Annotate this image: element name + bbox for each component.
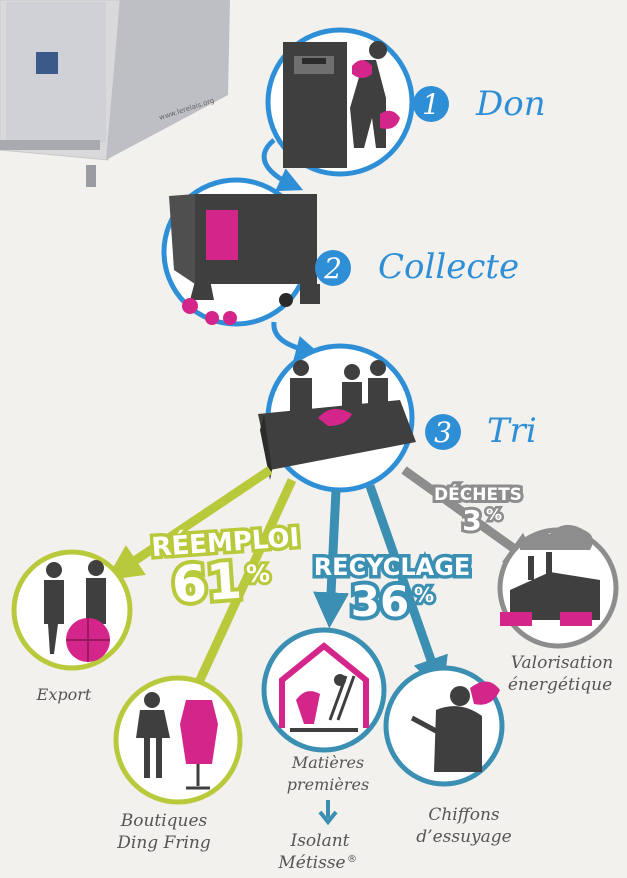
outcome-valorisation: Valorisation énergétique (500, 525, 616, 695)
step-number: 3 (434, 416, 452, 449)
badge-label: DÉCHETS (434, 483, 522, 505)
badge-unit: % (414, 583, 434, 607)
arrow-to-matieres (330, 490, 336, 614)
badge-percent: 3 (462, 504, 481, 537)
badge-recyclage: RECYCLAGE 36 % (314, 553, 471, 626)
outcome-matieres: Matières premières Isolant Métisse ® (264, 630, 384, 873)
step-tri: 3 Tri (258, 346, 537, 490)
badge-reemploi: RÉEMPLOI 61 % (150, 521, 300, 614)
step-number: 2 (323, 252, 342, 285)
dress-mannequin-icon (180, 700, 218, 764)
outcome-chiffons-label-line1: Chiffons (428, 805, 500, 825)
outcome-chiffons-label-line2: d’essuyage (416, 827, 511, 847)
outcome-export: Export (14, 552, 130, 704)
badge-unit: % (246, 560, 270, 588)
collection-container: www.lerelais.org (0, 0, 230, 187)
outcome-isolant-label-line2: Métisse (277, 853, 345, 873)
outcome-boutiques-label-line2: Ding Fring (116, 833, 211, 853)
badge-percent: 36 (351, 577, 409, 626)
badge-dechets: DÉCHETS 3 % (434, 483, 522, 537)
registered-mark: ® (347, 854, 357, 865)
outcome-isolant-label-line1: Isolant (289, 831, 349, 851)
step-number: 1 (422, 88, 440, 121)
truck-icon (500, 612, 532, 626)
outcome-chiffons: Chiffons d’essuyage (386, 668, 512, 847)
outcome-boutiques: Boutiques Ding Fring (116, 678, 240, 853)
badge-unit: % (486, 505, 502, 524)
outcome-valorisation-label-line2: énergétique (508, 675, 612, 695)
step-don: 1 Don (268, 30, 546, 174)
step-label: Collecte (378, 247, 519, 287)
outcome-export-label: Export (36, 685, 92, 704)
down-arrow-icon (320, 800, 336, 822)
arrow-collecte-to-tri (274, 322, 311, 352)
step-label: Don (475, 84, 546, 124)
outcome-valorisation-label-line1: Valorisation (511, 653, 613, 673)
outcome-matieres-label-line2: premières (287, 775, 369, 794)
step-collecte: 2 Collecte (164, 180, 519, 325)
outcome-boutiques-label-line1: Boutiques (120, 811, 208, 831)
step-label: Tri (487, 411, 537, 451)
badge-percent: 61 (170, 552, 243, 615)
outcome-matieres-label-line1: Matières (291, 753, 364, 772)
